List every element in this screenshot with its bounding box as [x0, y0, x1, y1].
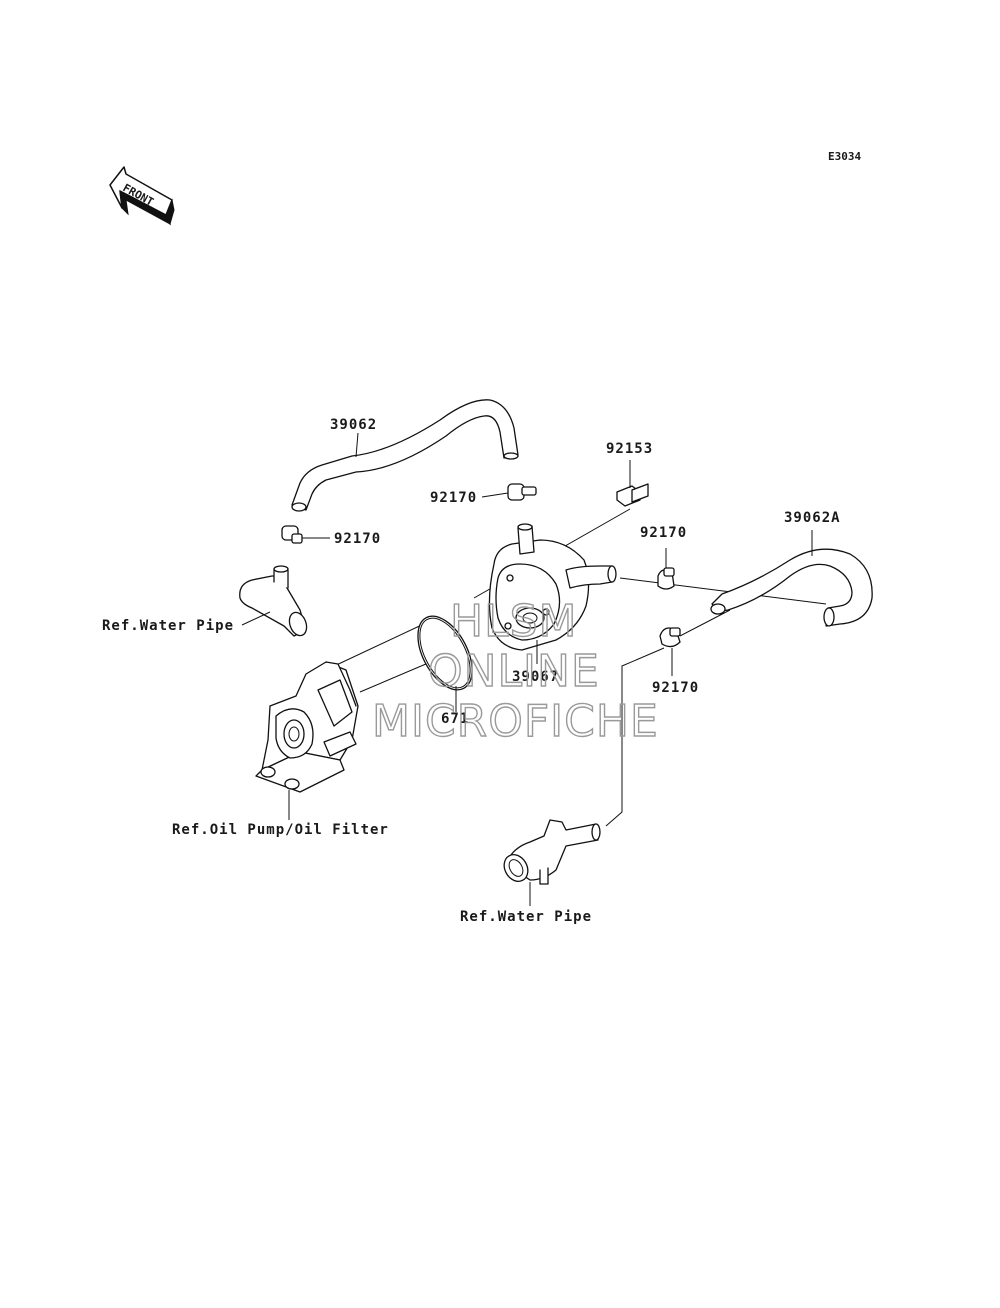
watermark-line-2: ONLINE [428, 646, 600, 697]
oil-cooler-39067 [488, 523, 617, 651]
ref-oil-pump-label: Ref.Oil Pump/Oil Filter [172, 822, 389, 838]
part-label-671: 671 [441, 711, 469, 727]
watermark-line-1: HLSM [450, 596, 578, 647]
leader-92170-top [481, 492, 509, 498]
ref-water-pipe-bottom-label: Ref.Water Pipe [460, 909, 592, 925]
clamp-top [507, 483, 537, 501]
part-label-39067: 39067 [512, 669, 559, 685]
bolt-92153 [616, 483, 649, 507]
leader-water-pipe-left [241, 611, 271, 626]
part-label-39062A: 39062A [784, 510, 841, 526]
part-label-39062: 39062 [330, 417, 377, 433]
watermark: HLSM ONLINE MICROFICHE [371, 595, 659, 747]
water-pipe-bottom [503, 819, 601, 885]
part-label-92170-left: 92170 [334, 531, 381, 547]
front-arrow-icon: FRONT [109, 166, 175, 226]
part-label-92170-right-lower: 92170 [652, 680, 699, 696]
clamp-right-lower [659, 627, 681, 648]
part-label-92170-right-upper: 92170 [640, 525, 687, 541]
clamp-right-upper [657, 567, 675, 590]
ref-water-pipe-left-label: Ref.Water Pipe [102, 618, 234, 634]
part-label-92170-top: 92170 [430, 490, 477, 506]
o-ring-671 [417, 615, 473, 691]
water-pipe-left [239, 565, 308, 637]
hose-39062 [291, 399, 519, 512]
clamp-left [281, 525, 303, 544]
diagram-code: E3034 [828, 150, 861, 163]
oil-pump-housing [255, 661, 359, 793]
hose-39062A [710, 548, 873, 627]
watermark-line-3: MICROFICHE [372, 696, 659, 747]
part-label-92153: 92153 [606, 441, 653, 457]
leader-water-pipe-bottom-link [605, 647, 665, 827]
leader-39062 [355, 432, 359, 458]
